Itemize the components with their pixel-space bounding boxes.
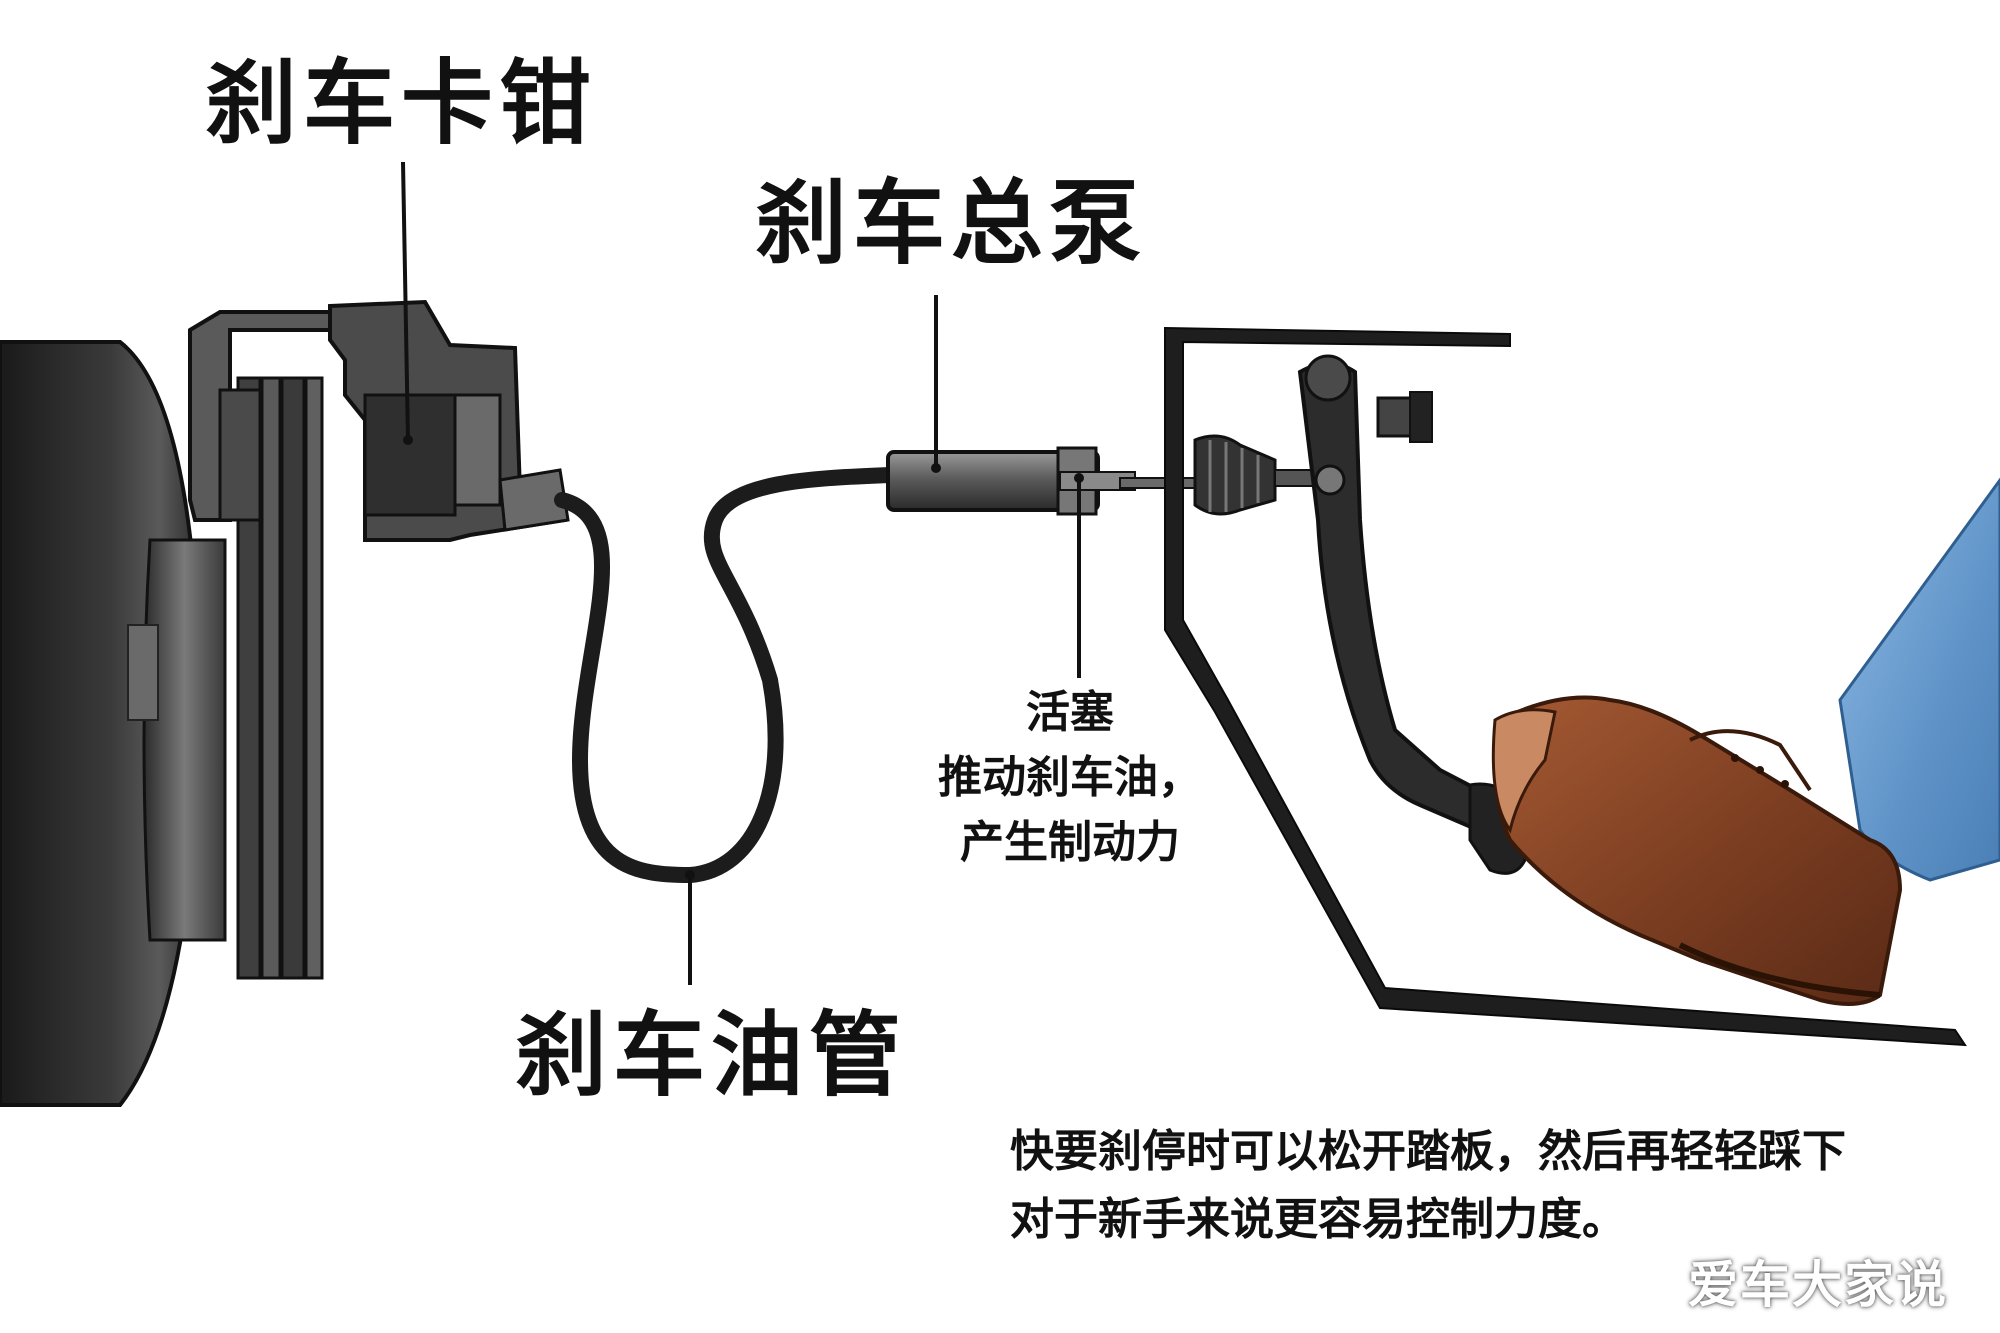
watermark: 爱车大家说: [1688, 1256, 1948, 1314]
piston-label: 活塞 推动刹车油， 产生制动力: [920, 680, 1220, 875]
tip-note: 快要刹停时可以松开踏板，然后再轻轻踩下 对于新手来说更容易控制力度。: [1010, 1118, 1846, 1254]
caliper-icon: [188, 299, 570, 542]
piston-line-2: 产生制动力: [960, 817, 1180, 869]
leg-icon: [1838, 477, 2000, 882]
hose-leader-dot: [685, 870, 695, 880]
brake-hose-label: 刹车油管: [515, 1002, 908, 1109]
caliper-leader-dot: [403, 435, 413, 445]
wheel-icon: [0, 340, 227, 1107]
tip-note-line-1: 快要刹停时可以松开踏板，然后再轻轻踩下: [1010, 1126, 1846, 1177]
pedal-icon: [1297, 354, 1527, 875]
piston-title: 活塞: [1026, 687, 1114, 738]
shoe-icon: [1491, 695, 1903, 1006]
piston-leader-dot: [1074, 473, 1084, 483]
piston-line-1: 推动刹车油，: [938, 752, 1202, 804]
pedal-frame: [1164, 326, 1967, 1047]
caliper-label: 刹车卡钳: [205, 50, 598, 157]
caliper-leader-line: [401, 161, 410, 441]
master-cylinder-label: 刹车总泵: [755, 170, 1148, 277]
tip-note-line-2: 对于新手来说更容易控制力度。: [1010, 1194, 1626, 1246]
master-cylinder-leader-dot: [931, 463, 941, 473]
brake-disc-icon: [236, 376, 324, 980]
brake-hose-line: [554, 467, 898, 884]
